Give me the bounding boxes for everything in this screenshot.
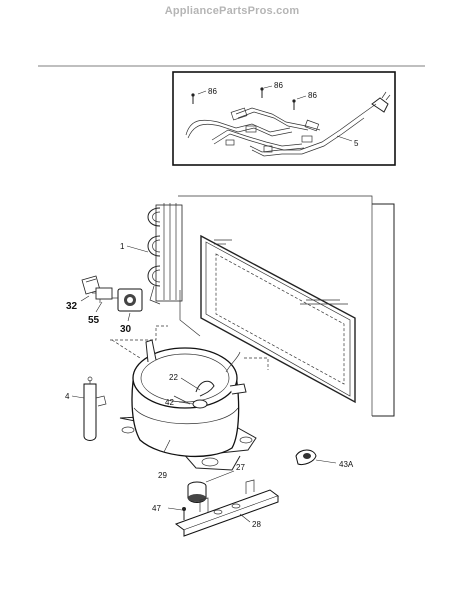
- overload-protector-55: [92, 287, 113, 303]
- filter-drier: [71, 376, 107, 441]
- screw-86-left: [191, 93, 195, 104]
- start-relay-30: [112, 288, 143, 312]
- callout-42: 42: [165, 398, 174, 407]
- callout-43a: 43A: [339, 460, 354, 469]
- wiring-harness-inset: [172, 71, 396, 166]
- callout-28: 28: [252, 520, 261, 529]
- cabinet-back: [178, 195, 395, 417]
- callout-4: 4: [65, 392, 70, 401]
- compressor: [119, 339, 257, 471]
- clip: [295, 449, 337, 465]
- callout-22: 22: [169, 373, 178, 382]
- mounting-bracket: [174, 479, 280, 537]
- callout-labels: 86 86 86 5 1 32 55 30 22 42 4 29 27 43A …: [65, 81, 359, 529]
- condenser-coil: [126, 203, 183, 305]
- callout-30: 30: [120, 324, 132, 335]
- site-watermark: AppliancePartsPros.com: [164, 5, 300, 17]
- screw-86-middle: [260, 87, 264, 98]
- wire-harness: [185, 91, 391, 157]
- callout-86-right: 86: [308, 91, 317, 100]
- screw-86-right: [292, 99, 296, 110]
- callout-86-middle: 86: [274, 81, 283, 90]
- callout-55: 55: [88, 315, 100, 326]
- callout-86-left: 86: [208, 87, 217, 96]
- callout-32: 32: [66, 301, 78, 312]
- mounting-screw: [167, 507, 186, 520]
- callout-1: 1: [120, 242, 125, 251]
- grommet: [187, 470, 235, 503]
- callout-27: 27: [236, 463, 245, 472]
- callout-29: 29: [158, 471, 167, 480]
- callout-47: 47: [152, 504, 161, 513]
- callout-5: 5: [354, 139, 359, 148]
